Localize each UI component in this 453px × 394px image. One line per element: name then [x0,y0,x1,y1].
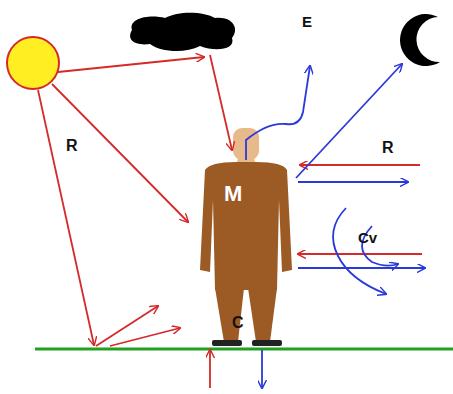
radiation-label: R [382,140,394,156]
metabolism-label: M [224,183,242,205]
evaporation-label: E [302,14,312,29]
person [200,128,292,346]
conduction-label: C [232,315,244,331]
cold-object [400,14,440,66]
convection-label: Cv [358,230,377,245]
sun [7,37,59,89]
heat-loss-arrows [246,64,425,388]
radiation-label: R [66,138,78,154]
cloud [130,13,235,51]
ground-line [35,348,453,351]
radiation-arrows [38,55,422,388]
